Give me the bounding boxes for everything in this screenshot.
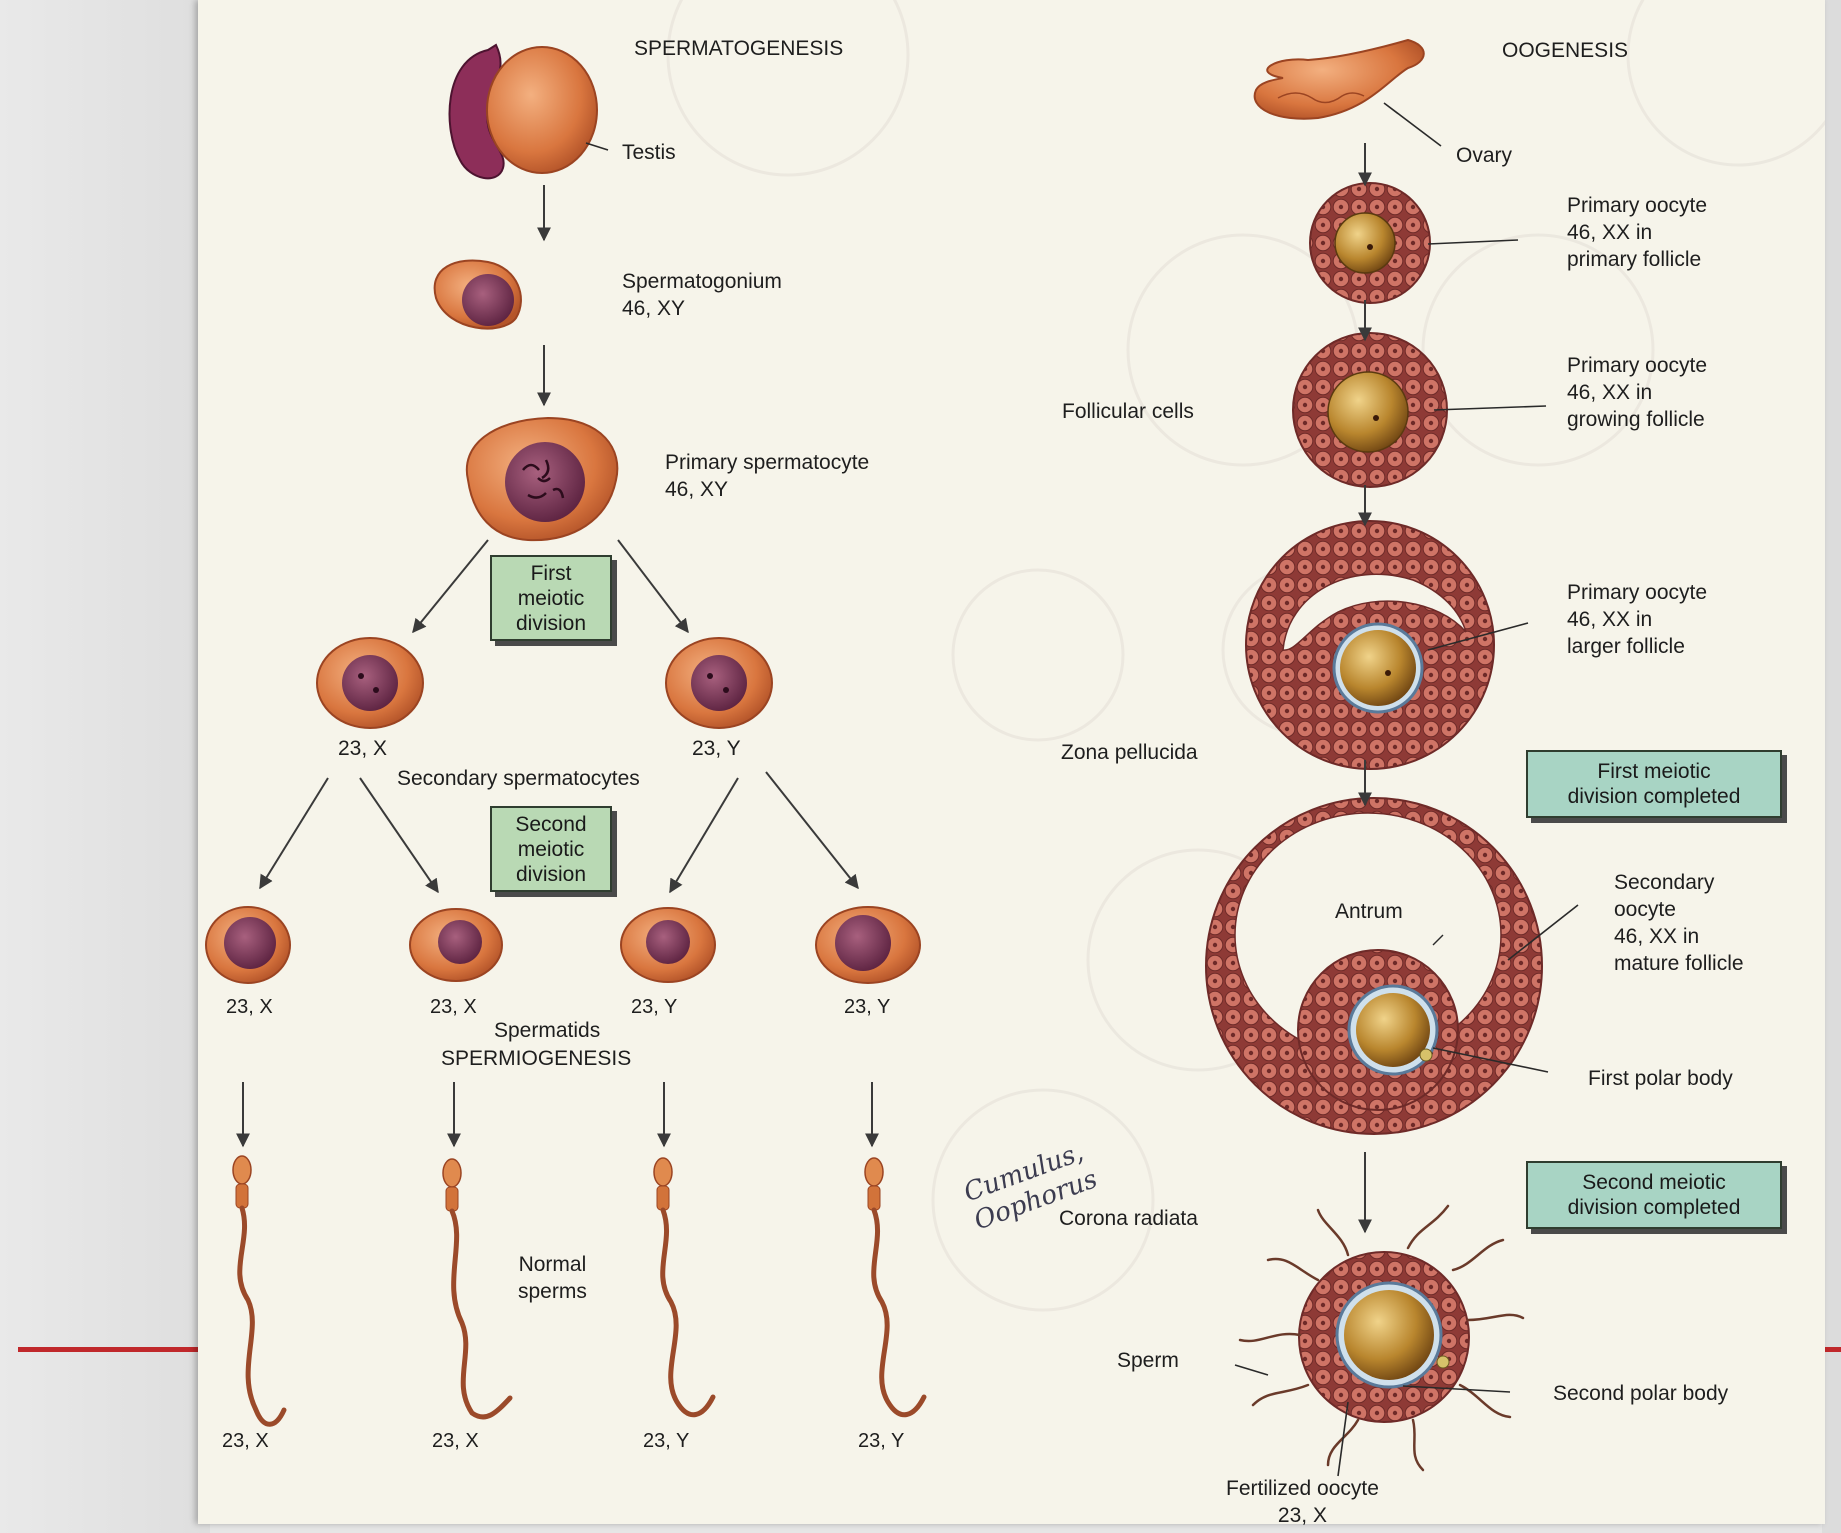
secondary-spermatocyte-y-label: 23, Y xyxy=(692,737,741,760)
first-polar-body-label: First polar body xyxy=(1588,1067,1733,1090)
second-polar-body-label: Second polar body xyxy=(1553,1382,1729,1405)
first-meiotic-division-completed-box: First meiotic division completed xyxy=(1526,750,1782,818)
spermatids-label: Spermatids xyxy=(494,1019,601,1042)
fertilized-oocyte-label: Fertilized oocyte 23, X xyxy=(1226,1477,1379,1527)
corona-radiata-label: Corona radiata xyxy=(1059,1207,1198,1230)
sperm-label: 23, X xyxy=(222,1430,269,1452)
spermatid-label: 23, Y xyxy=(844,996,891,1018)
spermatid-label: 23, X xyxy=(430,996,477,1018)
primary-spermatocyte-cell xyxy=(465,416,619,542)
primary-oocyte-growing-follicle-label: Primary oocyte 46, XX in growing follicl… xyxy=(1567,354,1708,431)
bleed-through-shapes xyxy=(666,0,1825,1312)
sperm-label: 23, Y xyxy=(858,1430,905,1452)
larger-follicle xyxy=(1245,520,1529,770)
primary-oocyte-larger-follicle-label: Primary oocyte 46, XX in larger follicle xyxy=(1567,581,1708,658)
slide-background-right xyxy=(1822,0,1841,1533)
spermatogenesis-arrows xyxy=(236,185,879,1148)
normal-sperms xyxy=(232,1155,927,1427)
first-meiotic-division-box: First meiotic division xyxy=(490,555,612,641)
secondary-spermatocyte-x-label: 23, X xyxy=(338,737,388,760)
spermatid-label: 23, Y xyxy=(631,996,678,1018)
mature-follicle xyxy=(1205,797,1579,1135)
normal-sperms-label: Normal sperms xyxy=(518,1253,587,1303)
primary-oocyte-primary-follicle-label: Primary oocyte 46, XX in primary follicl… xyxy=(1567,194,1708,271)
spermatogonium-cell xyxy=(433,259,522,330)
slide-rule-left xyxy=(18,1347,204,1352)
primary-follicle xyxy=(1309,182,1519,304)
second-meiotic-division-box: Second meiotic division xyxy=(490,806,612,892)
spermatid-cells xyxy=(205,906,921,984)
ovary-illustration xyxy=(1253,38,1442,147)
fertilized-oocyte xyxy=(1234,1204,1525,1477)
textbook-figure: SPERMATOGENESIS Testis Spermatogonium 46… xyxy=(198,0,1825,1527)
secondary-spermatocytes-label: Secondary spermatocytes xyxy=(397,767,640,790)
sperm-label: 23, Y xyxy=(643,1430,690,1452)
spermatid-label: 23, X xyxy=(226,996,273,1018)
ovary-label: Ovary xyxy=(1456,144,1513,167)
gametogenesis-diagram xyxy=(205,0,1825,1477)
oogenesis-title: OOGENESIS xyxy=(1502,39,1629,62)
spermatogonium-label: Spermatogonium 46, XY xyxy=(622,270,782,320)
sperm-label: 23, X xyxy=(432,1430,479,1452)
spermiogenesis-label: SPERMIOGENESIS xyxy=(441,1047,632,1070)
testis-illustration xyxy=(448,43,609,180)
spermatogenesis-title: SPERMATOGENESIS xyxy=(634,37,844,60)
secondary-spermatocytes xyxy=(316,637,773,729)
slide-rule-right xyxy=(1822,1347,1841,1352)
secondary-oocyte-label: Secondary oocyte 46, XX in mature follic… xyxy=(1614,871,1744,975)
zona-pellucida-label: Zona pellucida xyxy=(1061,741,1198,764)
slide-background xyxy=(0,0,210,1533)
second-meiotic-division-completed-box: Second meiotic division completed xyxy=(1526,1161,1782,1229)
sperm-pointer-label: Sperm xyxy=(1117,1349,1179,1372)
testis-label: Testis xyxy=(622,141,676,164)
antrum-label: Antrum xyxy=(1335,900,1403,923)
growing-follicle xyxy=(1292,332,1547,488)
primary-spermatocyte-label: Primary spermatocyte 46, XY xyxy=(665,451,870,501)
follicular-cells-label: Follicular cells xyxy=(1062,400,1194,423)
